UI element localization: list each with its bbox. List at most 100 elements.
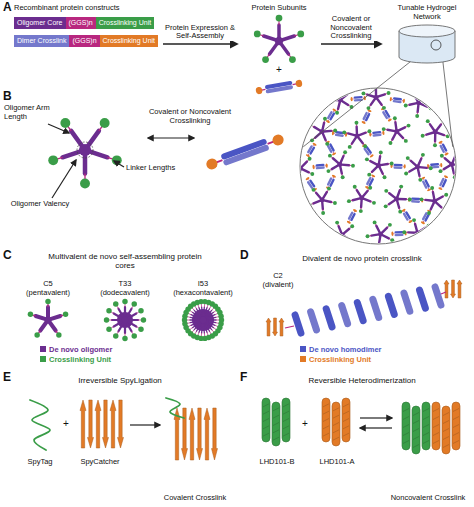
oligomer-arm xyxy=(389,200,395,204)
helix xyxy=(342,398,350,442)
crosslinking-unit xyxy=(326,186,331,190)
oligomer-core xyxy=(340,232,345,237)
crosslinking-unit xyxy=(426,91,430,95)
oligomer-core xyxy=(415,165,420,170)
oligomer-arm xyxy=(415,224,417,231)
helix xyxy=(442,406,450,454)
crosslinking-unit xyxy=(285,169,289,173)
oligomer-arm xyxy=(363,199,370,202)
helix-turn xyxy=(263,433,269,436)
linker xyxy=(298,178,299,181)
oligomer-arm xyxy=(371,234,378,235)
helix-turn xyxy=(263,419,269,422)
helix-turn xyxy=(453,441,459,444)
oligomer-arm xyxy=(436,202,441,207)
linker xyxy=(439,165,440,166)
oligomer-glyph xyxy=(420,186,449,215)
oligomer-arm xyxy=(342,163,349,166)
oligomer-arm xyxy=(348,133,355,135)
crosslinking-unit xyxy=(328,154,332,158)
structure-name: I53 (hexacontavalent) xyxy=(169,280,237,297)
oligomer-arm xyxy=(40,322,46,330)
crosslinking-unit xyxy=(292,155,296,159)
crosslinking-unit xyxy=(309,123,313,127)
crosslinking-unit xyxy=(289,56,296,63)
homodimer-helix xyxy=(415,286,430,313)
beta-strand xyxy=(80,400,86,448)
crosslinking-unit xyxy=(381,107,386,111)
crosslinking-unit xyxy=(122,299,127,304)
spycatcher-protein xyxy=(80,400,124,448)
oligomer-arm xyxy=(410,168,416,172)
helix-turn xyxy=(323,404,329,407)
crosslinking-unit xyxy=(305,177,310,181)
crosslinking-unit xyxy=(348,145,352,149)
helix xyxy=(412,406,420,454)
oligomer-core xyxy=(394,129,399,134)
oligomer-arm xyxy=(358,137,363,143)
crosslinking-unit xyxy=(389,141,393,145)
linker xyxy=(295,158,296,160)
oligomer-core xyxy=(338,98,343,103)
helix-turn xyxy=(333,423,339,426)
crosslinking-unit xyxy=(138,327,143,332)
crosslinking-unit xyxy=(334,86,338,90)
helix-turn xyxy=(283,426,289,429)
helix xyxy=(322,398,330,442)
node-text: Recombinant protein constructs xyxy=(14,4,160,13)
process-arrow xyxy=(163,43,237,45)
homodimer-helix xyxy=(422,212,428,221)
helix-turn xyxy=(333,408,339,411)
crosslinking-unit xyxy=(410,89,414,93)
crosslinking-unit xyxy=(308,157,312,161)
oligomer-core xyxy=(200,317,207,324)
hydrogel-cylinder: Tunable Hydrogel Network xyxy=(384,4,470,67)
crosslinking-unit xyxy=(335,111,339,115)
legend-swatch xyxy=(40,346,46,352)
oligomer-arm xyxy=(418,158,421,165)
oligomer-arm xyxy=(46,307,50,318)
component-label: SpyTag xyxy=(27,458,52,467)
oligomer-glyph xyxy=(28,299,69,338)
helix-turn xyxy=(403,409,409,412)
crosslinking-unit xyxy=(426,239,430,243)
oligomer-arm xyxy=(323,133,326,140)
oligomer-arm xyxy=(344,236,350,240)
oligomer-glyph xyxy=(361,82,390,110)
helix-turn xyxy=(403,441,409,444)
oligomer-arm xyxy=(360,200,363,207)
legend-text: Crosslinking Unit xyxy=(309,355,371,364)
crosslinking-unit xyxy=(421,134,425,138)
oligomer-glyph xyxy=(327,221,355,250)
crosslinking-unit-segment: Crosslinking Unit xyxy=(96,17,155,29)
crosslinking-unit xyxy=(342,130,346,134)
oligomer-glyph xyxy=(285,155,314,184)
helix-turn xyxy=(343,433,349,436)
protein-subunits: Protein Subunits xyxy=(240,4,318,97)
oligomer-glyph xyxy=(404,153,432,182)
oligomer-arm xyxy=(282,36,294,40)
homodimer-helix xyxy=(411,197,420,200)
subunit-illustration xyxy=(240,13,318,97)
helix-turn xyxy=(323,426,329,429)
oligomer-arm xyxy=(205,315,215,319)
crosslinking-unit xyxy=(276,14,283,21)
linker xyxy=(375,85,376,88)
oligomer-arm xyxy=(190,321,200,323)
plus-sign: + xyxy=(302,418,308,430)
oligomer-arm xyxy=(127,313,136,318)
crosslinking-unit xyxy=(312,142,317,146)
crosslinking-unit xyxy=(363,144,367,148)
crosslinking-unit xyxy=(429,106,433,110)
dimer-glyph xyxy=(364,174,376,190)
linker-segment: (GGS)n xyxy=(69,35,99,47)
dimer-glyph xyxy=(438,175,449,191)
helix-turn xyxy=(403,417,409,420)
reaction-arrow xyxy=(130,424,160,425)
edge-label: Protein Expression & Self-Assembly xyxy=(163,24,237,41)
crosslinking-unit xyxy=(382,106,386,110)
crosslinking-unit xyxy=(327,187,331,191)
oligomer-core xyxy=(415,230,420,235)
helix-turn xyxy=(423,417,429,420)
crosslinking-unit xyxy=(262,56,269,63)
